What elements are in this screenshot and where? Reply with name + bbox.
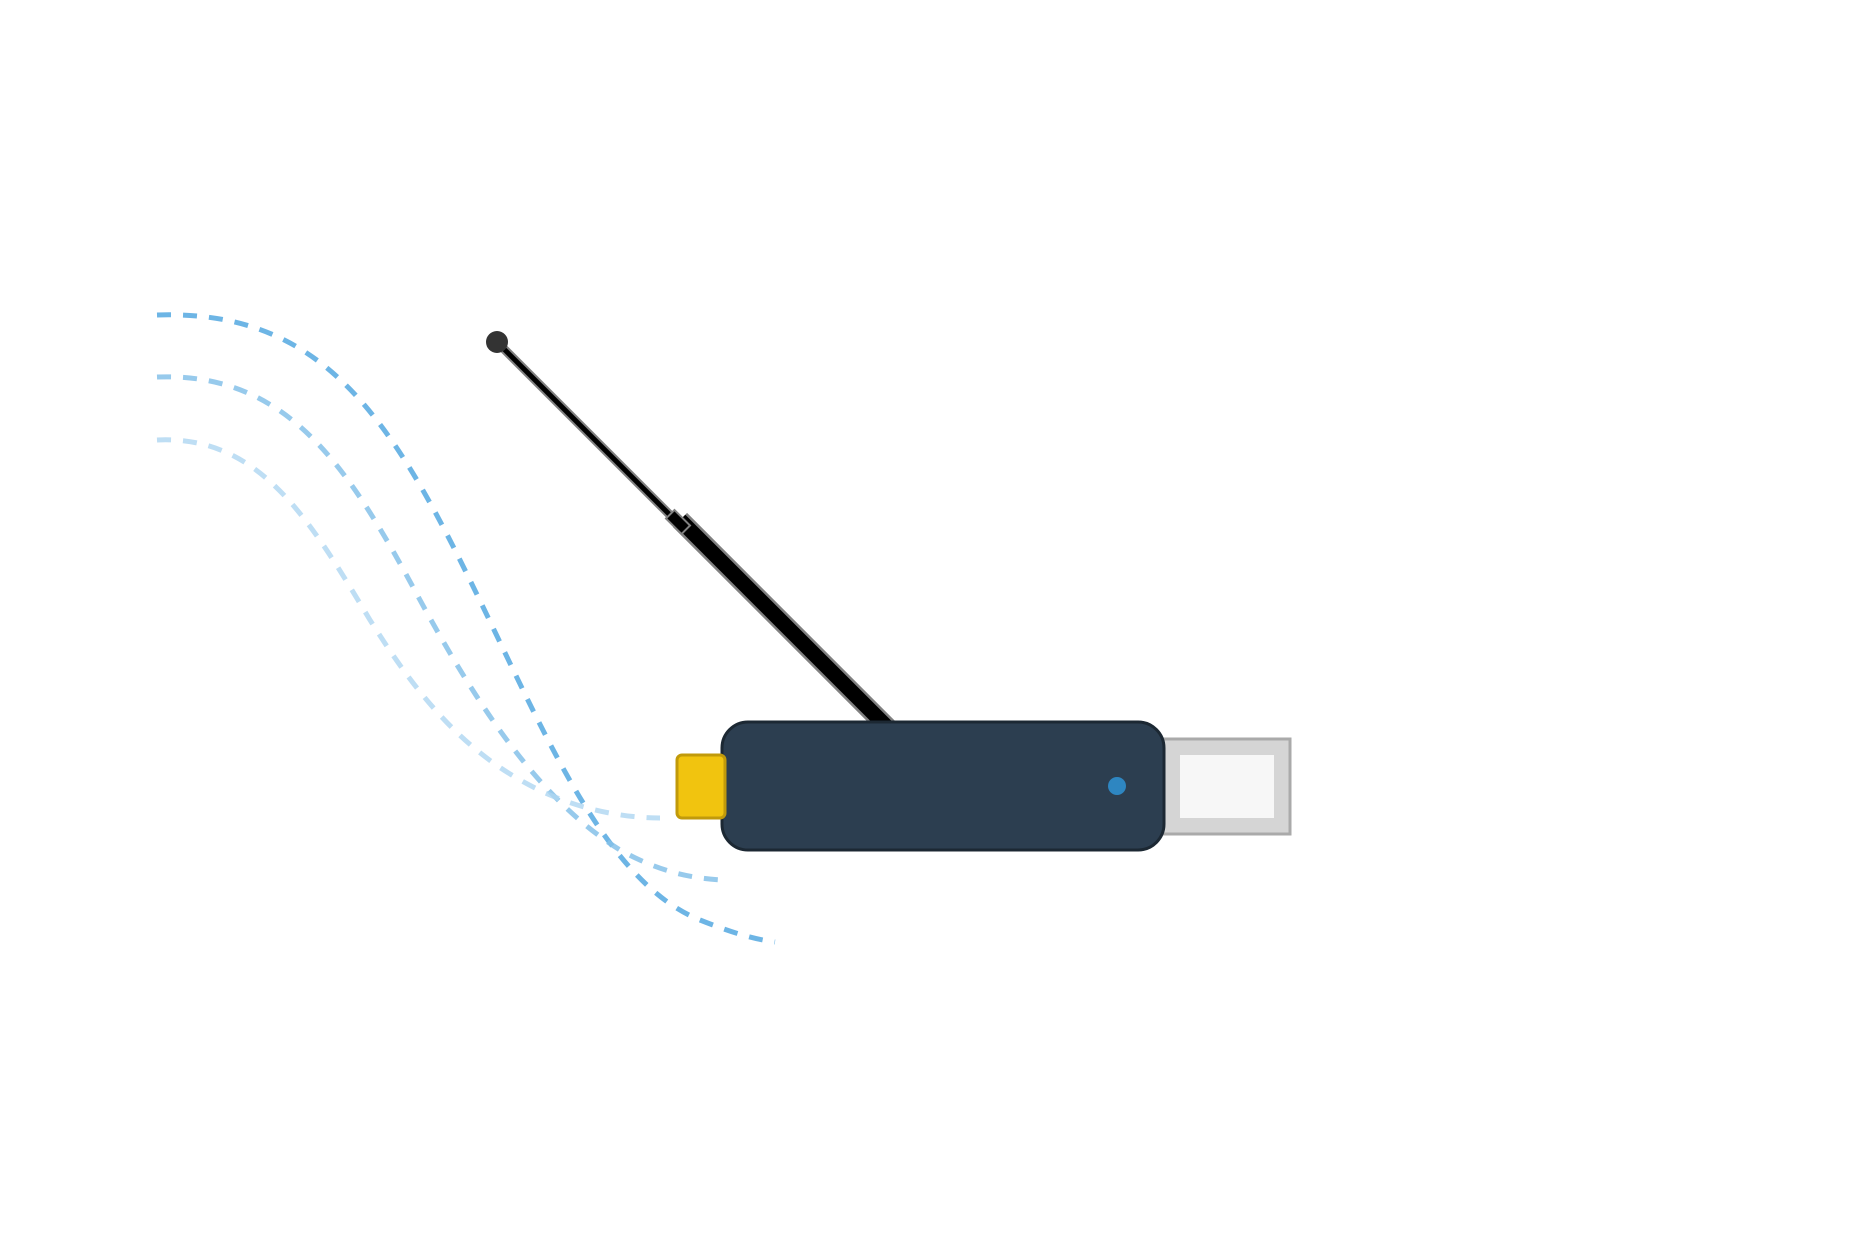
antenna-upper-core [495,340,682,527]
adapter-end-cap [675,753,727,820]
signal-wave-inner [156,437,661,821]
antenna [486,331,903,743]
usb-connector [1153,737,1292,836]
signal-wave-outer [156,312,776,945]
signal-waves [156,312,776,945]
antenna-tip [486,331,508,353]
adapter-body [720,720,1166,852]
status-led [1108,777,1126,795]
usb-connector-opening [1180,755,1274,818]
antenna-lower-core [674,514,901,741]
antenna-joint [664,508,692,536]
signal-wave-middle [156,374,723,883]
